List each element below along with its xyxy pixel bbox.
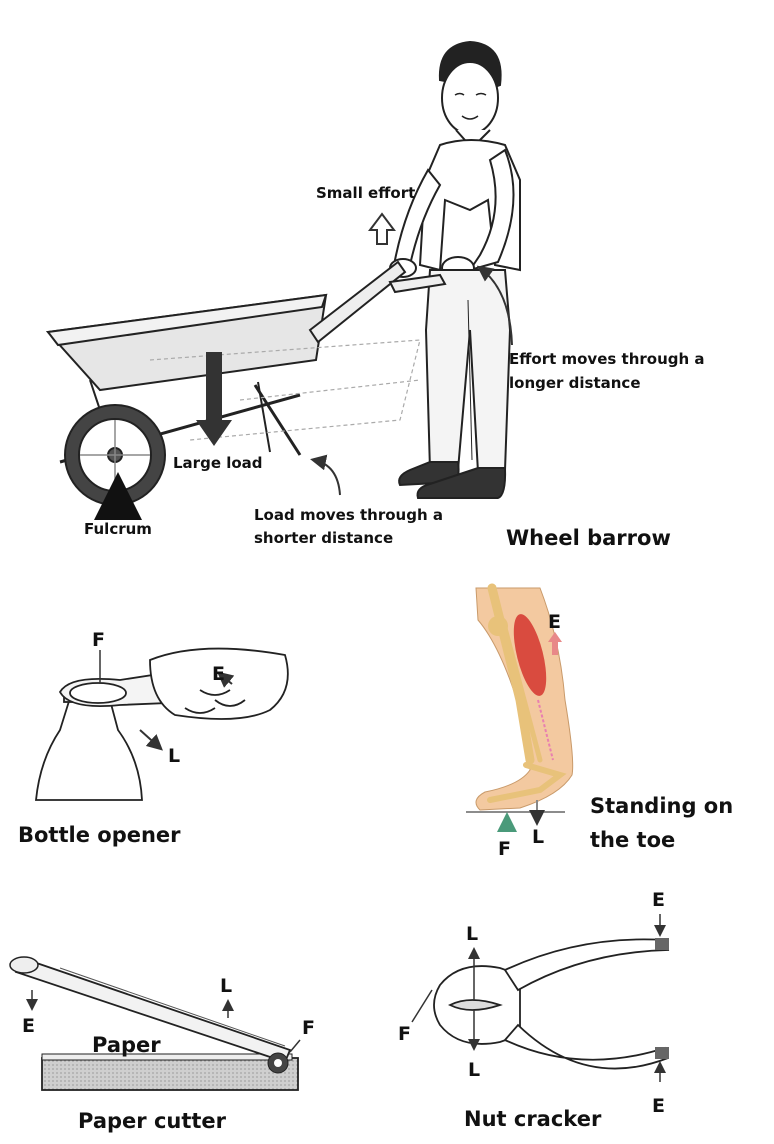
bottle-f-label: F bbox=[92, 629, 105, 651]
small-effort-arrow-icon bbox=[368, 212, 396, 245]
nut-cracker-panel: E E L L F Nut cracker bbox=[398, 889, 670, 1131]
nut-e-top-label: E bbox=[652, 889, 665, 911]
toe-title-line2: the toe bbox=[590, 828, 675, 852]
bottle-opener-panel: F E L Bottle opener bbox=[18, 629, 289, 847]
small-effort-label: Small effort bbox=[316, 184, 415, 202]
paper-cutter-title: Paper cutter bbox=[78, 1109, 227, 1133]
fulcrum-label: Fulcrum bbox=[84, 520, 152, 538]
fulcrum-triangle-icon bbox=[94, 472, 142, 520]
load-distance-label-2: shorter distance bbox=[254, 529, 393, 547]
wheelbarrow-panel: Small effort Effort moves through a long… bbox=[45, 40, 705, 550]
nut-cracker-title: Nut cracker bbox=[464, 1107, 602, 1131]
bottle-opener-title: Bottle opener bbox=[18, 823, 181, 847]
cutter-base bbox=[41, 1057, 299, 1091]
paper-cutter-panel: E L F Paper Paper cutter bbox=[9, 956, 315, 1133]
effort-distance-label-1: Effort moves through a bbox=[509, 350, 705, 368]
nut-l-top-label: L bbox=[466, 923, 478, 945]
load-distance-label-1: Load moves through a bbox=[254, 506, 443, 524]
effort-distance-label-2: longer distance bbox=[509, 374, 641, 392]
man-figure bbox=[389, 40, 521, 499]
nut-l-bottom-label: L bbox=[468, 1059, 480, 1081]
nut-e-bottom-label: E bbox=[652, 1095, 665, 1117]
toe-title-line1: Standing on bbox=[590, 794, 733, 818]
toe-effort-arrow-icon bbox=[548, 632, 562, 655]
wheelbarrow-title: Wheel barrow bbox=[506, 526, 671, 550]
toe-fulcrum-icon bbox=[497, 812, 517, 832]
toe-f-label: F bbox=[498, 838, 511, 860]
cutter-e-label: E bbox=[22, 1015, 35, 1037]
nut-f-label: F bbox=[398, 1023, 411, 1045]
toe-panel: E L F Standing on the toe bbox=[466, 583, 733, 860]
cutter-f-label: F bbox=[302, 1017, 315, 1039]
cutter-l-label: L bbox=[220, 975, 232, 997]
large-load-label: Large load bbox=[173, 454, 263, 472]
bottle-icon bbox=[35, 697, 143, 801]
large-load-arrow-icon bbox=[196, 352, 232, 446]
bottle-e-label: E bbox=[212, 663, 225, 685]
calf-muscle-icon bbox=[513, 614, 547, 696]
bottle-l-label: L bbox=[168, 745, 180, 767]
cutter-paper-label: Paper bbox=[92, 1033, 161, 1057]
toe-e-label: E bbox=[548, 611, 561, 633]
toe-l-label: L bbox=[532, 826, 544, 848]
